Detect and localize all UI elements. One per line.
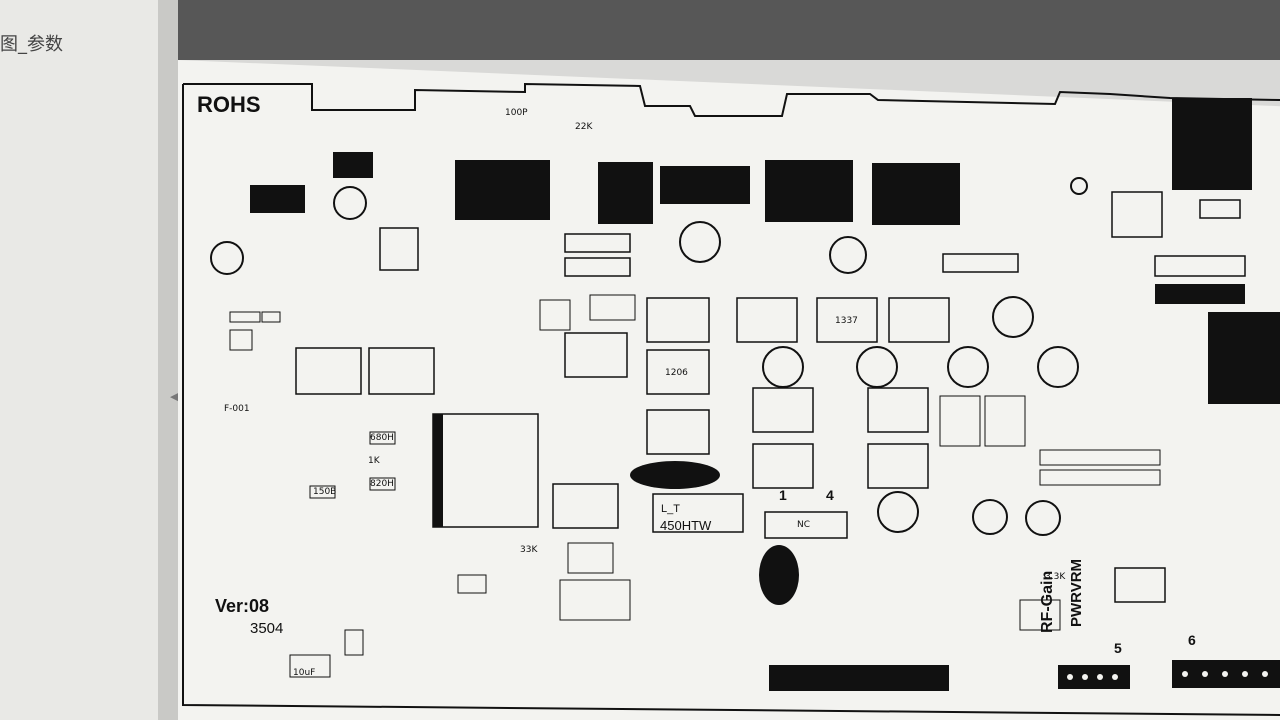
bottom-connector: [769, 665, 949, 691]
board-number-label: 3504: [250, 620, 284, 637]
connector-box: [764, 511, 848, 539]
label-820h: 820H: [370, 479, 394, 489]
crystal-black: [630, 461, 720, 489]
transformer-outline: [432, 413, 539, 528]
oval-black: [759, 545, 799, 605]
label-100p: 100P: [505, 108, 528, 118]
inductor-label: 450HTW: [660, 518, 712, 533]
pin-1-label: 1: [779, 487, 787, 503]
transformer-bar: [433, 414, 443, 527]
label-f-001: F-001: [224, 404, 250, 414]
label-150b: 150B: [313, 487, 337, 497]
label-1337: 1337: [835, 316, 858, 326]
ic-block-5: [872, 163, 960, 225]
ic-small-1: [250, 185, 305, 213]
inductor-box: [652, 493, 744, 533]
collapse-arrow-icon[interactable]: ◀: [170, 391, 179, 403]
ic-block-4: [765, 160, 853, 222]
resistor-black: [1155, 284, 1245, 304]
label-22k: 22K: [575, 122, 593, 132]
pwr-vrm-label: PWRVRM: [1068, 558, 1085, 627]
relay-box: [1111, 191, 1163, 238]
ic-small-2: [333, 152, 373, 178]
label-680h: 680H: [370, 433, 394, 443]
board-outline-top: [183, 82, 1280, 117]
pin-6-label: 6: [1188, 632, 1196, 648]
label-1206: 1206: [665, 368, 688, 378]
label-3-3k: 3.3K: [1045, 572, 1066, 582]
label-33k: 33K: [520, 545, 538, 555]
file-list-panel: 图_参数: [0, 0, 159, 720]
ic-block-3: [660, 166, 750, 204]
regulator-box: [1114, 567, 1166, 603]
ic-block-2: [598, 162, 653, 224]
panel-splitter[interactable]: [158, 0, 178, 720]
label-nc: NC: [797, 520, 811, 530]
pin-5-label: 5: [1114, 640, 1122, 656]
file-name-label[interactable]: 图_参数: [0, 34, 63, 55]
pin-4-label: 4: [826, 487, 834, 503]
rohs-label: ROHS: [197, 92, 261, 117]
version-label: Ver:08: [215, 596, 270, 616]
viewer-toolbar: [178, 0, 1280, 60]
label-10uf: 10uF: [293, 668, 316, 678]
ic-block-6: [1172, 98, 1252, 190]
label-1k: 1K: [368, 456, 380, 466]
lt-label: L_T: [661, 503, 680, 515]
ic-block-1: [455, 160, 550, 220]
ic-block-7: [1208, 312, 1280, 404]
board-outline-left: [182, 84, 1280, 716]
